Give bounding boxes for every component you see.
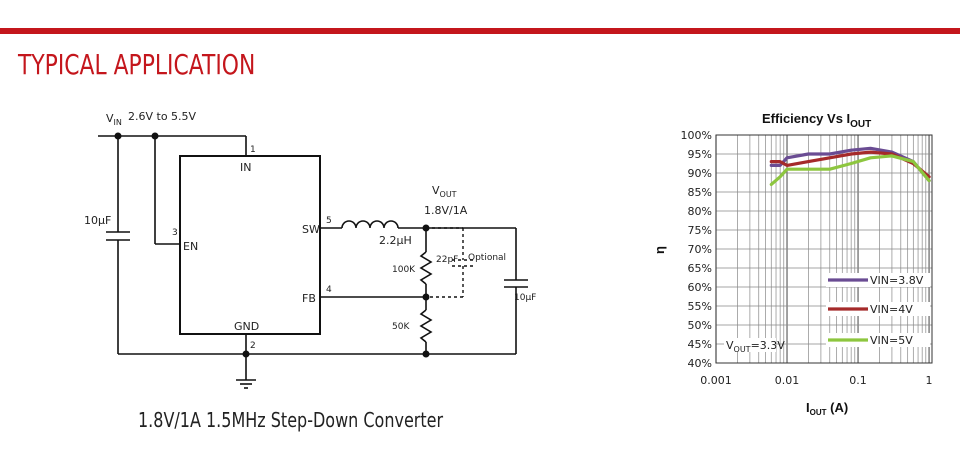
optional-ff-cap <box>426 227 474 298</box>
y-tick-label: 90% <box>688 167 712 180</box>
junction-dot <box>242 350 250 358</box>
y-tick-label: 40% <box>688 357 712 370</box>
junction-dot <box>422 350 430 358</box>
legend-entry-bg <box>826 273 930 287</box>
pin-sw-label: SW <box>302 223 320 236</box>
pin-fb-label: FB <box>302 292 316 305</box>
y-tick-label: 95% <box>688 148 712 161</box>
vout-annotation: VOUT=3.3V <box>726 339 785 354</box>
schematic-caption: 1.8V/1A 1.5MHz Step-Down Converter <box>138 408 444 432</box>
series-line-3 <box>769 154 931 186</box>
vout-label: VOUT <box>432 184 457 199</box>
junction-dot <box>422 224 430 232</box>
pin1-number: 1 <box>250 145 256 155</box>
x-tick-label: 0.001 <box>700 374 732 387</box>
annotation-bg <box>724 338 776 352</box>
pin2-number: 2 <box>250 341 256 351</box>
legend-label-2: VIN=4V <box>870 303 913 316</box>
series-line-1 <box>769 146 931 183</box>
r-bottom-label: 50K <box>392 322 410 332</box>
input-cap-label: 10µF <box>84 214 111 227</box>
junction-dot <box>114 132 122 140</box>
junction-dot <box>422 293 430 301</box>
y-tick-label: 70% <box>688 243 712 256</box>
y-tick-label: 50% <box>688 319 712 332</box>
legend-entry-bg <box>826 333 930 347</box>
ic-body <box>179 155 321 335</box>
y-tick-label: 100% <box>681 129 712 142</box>
legend-entry-bg <box>826 302 930 316</box>
x-tick-label: 1 <box>926 374 933 387</box>
efficiency-chart: 40% 45% 50% 55% 60% 65% 70% 75% 80% 85% 90% 95% 100%… <box>652 111 933 417</box>
y-tick-label: 55% <box>688 300 712 313</box>
pin-gnd-label: GND <box>234 320 259 333</box>
inductor-coil <box>341 220 399 229</box>
junction-dot <box>151 132 159 140</box>
y-tick-label: 85% <box>688 186 712 199</box>
legend-label-3: VIN=5V <box>870 334 913 347</box>
vout-rating-label: 1.8V/1A <box>424 204 468 217</box>
y-tick-label: 80% <box>688 205 712 218</box>
pin4-number: 4 <box>326 285 332 295</box>
legend-label-1: VIN=3.8V <box>870 274 924 287</box>
resistor-top <box>419 251 433 285</box>
x-tick-label: 0.1 <box>849 374 867 387</box>
x-axis-label: IOUT (A) <box>806 400 848 417</box>
optional-label: Optional <box>468 253 506 263</box>
output-cap-label: 10µF <box>514 293 536 303</box>
section-title: TYPICAL APPLICATION <box>18 48 256 81</box>
header-accent-bar <box>0 28 960 34</box>
pin5-number: 5 <box>326 216 332 226</box>
x-tick-label: 0.01 <box>775 374 800 387</box>
chart-title: Efficiency Vs IOUT <box>762 111 871 130</box>
vin-range-label: 2.6V to 5.5V <box>128 110 197 123</box>
y-tick-label: 75% <box>688 224 712 237</box>
y-tick-label: 60% <box>688 281 712 294</box>
y-axis-label: η <box>652 246 667 254</box>
pin-en-label: EN <box>183 240 198 253</box>
resistor-bottom <box>419 309 433 343</box>
pin3-number: 3 <box>172 228 178 238</box>
ff-cap-label: 22pF <box>436 255 458 265</box>
pin-in-label: IN <box>240 161 251 174</box>
plot-frame <box>715 134 933 364</box>
y-tick-label: 45% <box>688 338 712 351</box>
inductor-label: 2.2µH <box>379 234 412 247</box>
vin-label: VIN <box>106 112 122 127</box>
y-tick-label: 65% <box>688 262 712 275</box>
r-top-label: 100K <box>392 265 416 275</box>
